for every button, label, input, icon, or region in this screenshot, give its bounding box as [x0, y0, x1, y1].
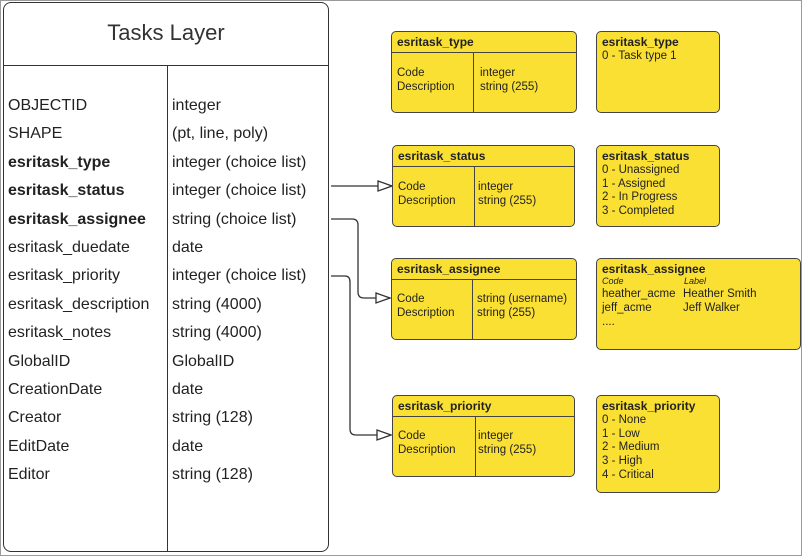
layer-field-row: OBJECTID integer — [4, 92, 328, 120]
layer-field-row: EditDate date — [4, 433, 328, 461]
assignee-domain-title: esritask_assignee — [397, 262, 501, 276]
code-type: string (username) — [477, 293, 568, 305]
code-label: Code — [398, 430, 426, 442]
description-type: string (255) — [478, 195, 537, 207]
assignee-code: .... — [602, 316, 615, 328]
field-name: esritask_assignee — [8, 210, 146, 228]
field-type: GlobalID — [172, 352, 235, 370]
status-value: 0 - Unassigned — [602, 164, 680, 176]
priority-value: 3 - High — [602, 455, 643, 468]
assignee-connector — [331, 218, 390, 298]
type-values-title: esritask_type — [602, 35, 679, 49]
description-label: Description — [398, 195, 456, 207]
layer-field-row: esritask_duedate date — [4, 234, 328, 262]
layer-field-row: CreationDate date — [4, 376, 328, 404]
priority-values-box: esritask_priority 0 - None 1 - Low 2 - M… — [596, 395, 720, 493]
layer-field-row: esritask_priority integer (choice list) — [4, 262, 328, 290]
priority-values-title: esritask_priority — [602, 399, 696, 413]
priority-value: 0 - None — [602, 414, 647, 426]
field-name: Creator — [8, 409, 62, 427]
label-column-header: Label — [684, 276, 707, 286]
layer-column-divider — [167, 65, 168, 551]
field-type: date — [172, 437, 204, 455]
layer-field-row: esritask_notes string (4000) — [4, 319, 328, 347]
layer-title: Tasks Layer — [4, 3, 328, 66]
code-type: integer — [478, 181, 514, 193]
layer-field-row: esritask_description string (4000) — [4, 291, 328, 319]
field-name: OBJECTID — [8, 97, 88, 114]
field-type: (pt, line, poly) — [172, 125, 269, 143]
description-label: Description — [397, 81, 455, 93]
type-domain-box: esritask_type Code Description integer s… — [391, 31, 577, 113]
type-value: 0 - Task type 1 — [602, 50, 677, 62]
field-type: integer (choice list) — [172, 182, 307, 200]
priority-connector — [331, 275, 391, 435]
assignee-values-title: esritask_assignee — [602, 262, 706, 276]
layer-field-row: Editor string (128) — [4, 461, 328, 489]
field-name: SHAPE — [8, 125, 63, 143]
description-type: string (255) — [480, 81, 539, 93]
priority-domain-box: esritask_priority Code Description integ… — [392, 395, 575, 477]
status-values-box: esritask_status 0 - Unassigned 1 - Assig… — [596, 145, 720, 227]
field-type: date — [172, 381, 204, 398]
code-label: Code — [397, 293, 425, 305]
type-values-box: esritask_type 0 - Task type 1 — [596, 31, 720, 113]
status-value: 2 - In Progress — [602, 191, 678, 204]
description-label: Description — [397, 307, 455, 319]
description-type: string (255) — [477, 307, 536, 319]
field-type: integer (choice list) — [172, 267, 307, 285]
status-values-title: esritask_status — [602, 149, 690, 163]
field-type: integer — [172, 97, 221, 114]
assignee-code: jeff_acme — [602, 302, 652, 314]
status-value: 1 - Assigned — [602, 177, 666, 190]
layer-field-row: Creator string (128) — [4, 404, 328, 432]
field-type: date — [172, 239, 204, 256]
field-name: esritask_priority — [8, 267, 121, 285]
code-column-header: Code — [602, 276, 624, 286]
field-type: integer (choice list) — [172, 153, 307, 171]
field-name: esritask_duedate — [8, 239, 130, 256]
layer-field-row: esritask_assignee string (choice list) — [4, 206, 328, 234]
status-domain-title: esritask_status — [398, 149, 486, 163]
priority-value: 4 - Critical — [602, 468, 654, 481]
layer-field-row: esritask_type integer (choice list) — [4, 149, 328, 177]
field-type: string (choice list) — [172, 210, 297, 228]
priority-domain-title: esritask_priority — [398, 399, 492, 413]
status-value: 3 - Completed — [602, 205, 675, 218]
layer-field-row: SHAPE (pt, line, poly) — [4, 120, 328, 148]
priority-value: 2 - Medium — [602, 441, 660, 454]
field-name: esritask_type — [8, 153, 111, 171]
assignee-label: Jeff Walker — [683, 302, 740, 314]
field-name: Editor — [8, 466, 50, 484]
field-name: esritask_notes — [8, 324, 112, 342]
priority-value: 1 - Low — [602, 427, 640, 440]
layer-field-row: esritask_status integer (choice list) — [4, 177, 328, 205]
assignee-values-box: esritask_assignee Code Label heather_acm… — [596, 258, 801, 350]
code-label: Code — [397, 67, 425, 79]
assignee-code: heather_acme — [602, 288, 676, 300]
assignee-domain-box: esritask_assignee Code Description strin… — [391, 258, 577, 340]
description-label: Description — [398, 444, 456, 456]
field-name: esritask_description — [8, 295, 150, 313]
field-name: GlobalID — [8, 352, 71, 370]
code-label: Code — [398, 181, 426, 193]
status-domain-box: esritask_status Code Description integer… — [392, 145, 575, 227]
type-domain-title: esritask_type — [397, 35, 474, 49]
field-name: esritask_status — [8, 182, 125, 200]
field-type: string (128) — [172, 409, 253, 427]
field-type: string (4000) — [172, 324, 262, 342]
field-type: string (128) — [172, 466, 253, 484]
code-type: integer — [478, 430, 514, 442]
code-type: integer — [480, 67, 516, 79]
layer-field-row: GlobalID GlobalID — [4, 348, 328, 376]
field-name: CreationDate — [8, 381, 103, 398]
field-type: string (4000) — [172, 295, 262, 313]
assignee-label: Heather Smith — [683, 288, 757, 300]
field-name: EditDate — [8, 437, 70, 455]
description-type: string (255) — [478, 444, 537, 456]
